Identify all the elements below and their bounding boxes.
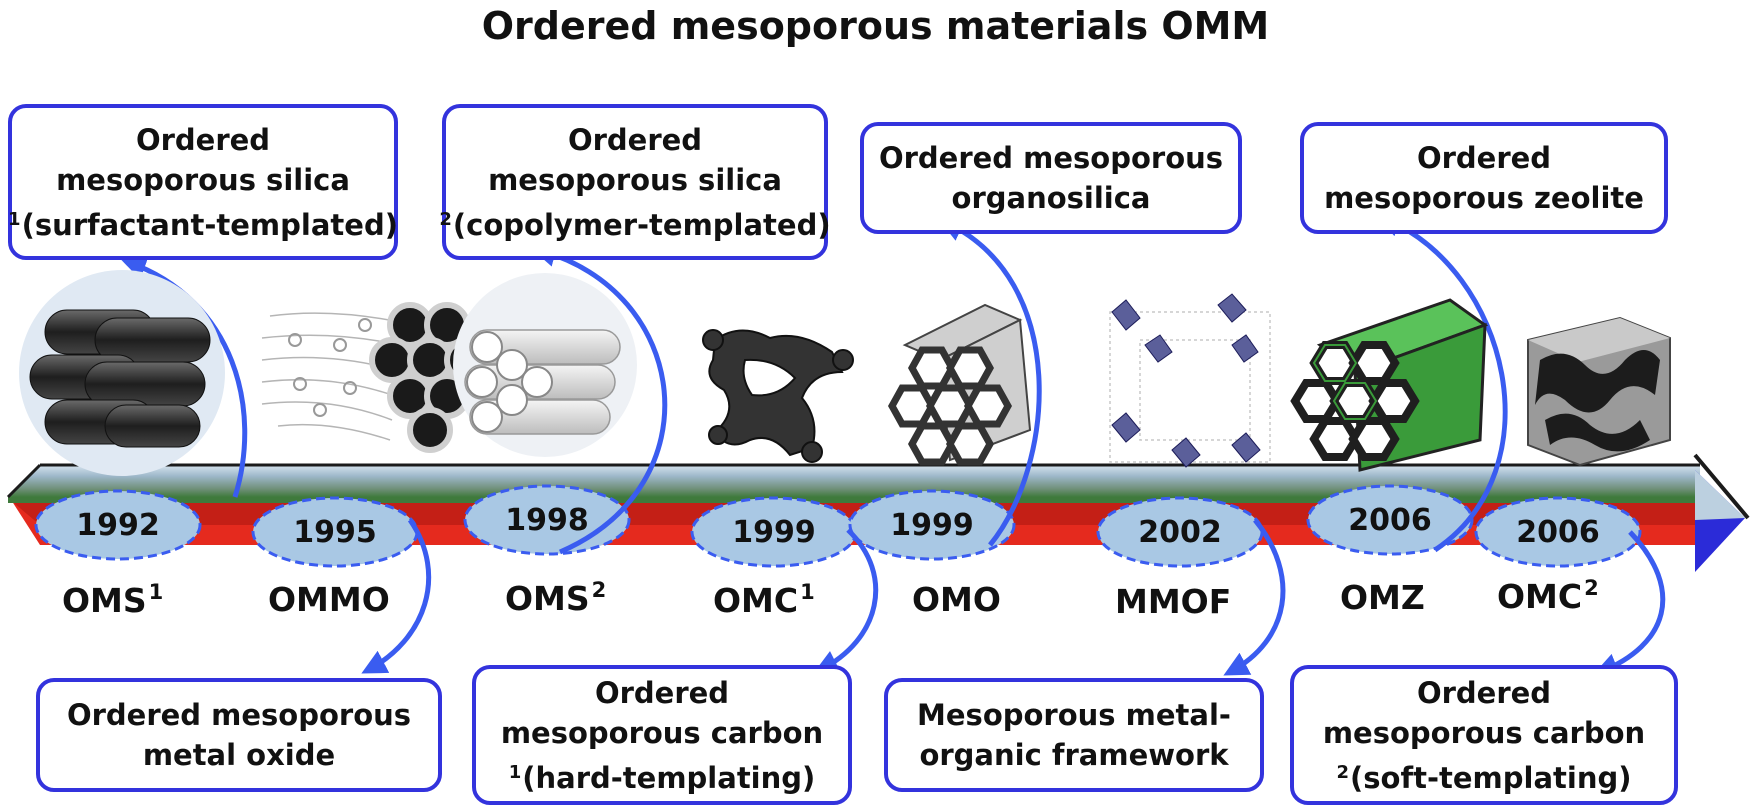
bottom-box-mmof: Mesoporous metal- organic framework <box>884 678 1264 792</box>
top-box-omo: Ordered mesoporous organosilica <box>860 122 1242 234</box>
top-box-oms2: Ordered mesoporous silica 2(copolymer-te… <box>439 104 831 260</box>
label-sup: 2 <box>1584 576 1599 600</box>
label-text: OMC <box>713 581 799 620</box>
box-line: mesoporous silica <box>488 162 782 197</box>
box-note: (hard-templating) <box>522 760 816 795</box>
label-text: MMOF <box>1115 582 1232 621</box>
box-line: organic framework <box>919 738 1229 772</box>
arrow-omc1 <box>813 528 879 674</box>
year-ellipses <box>34 484 1642 568</box>
year-2006-b: 2006 <box>1516 514 1600 550</box>
label-text: OMZ <box>1340 578 1425 617</box>
label-text: OMMO <box>268 580 390 619</box>
label-omc2: OMC2 <box>1497 576 1599 616</box>
box-line: Ordered <box>567 122 703 157</box>
label-text: OMS <box>62 581 147 620</box>
box-note-sup: 2 <box>439 208 452 230</box>
box-note: (copolymer-templated) <box>452 207 831 242</box>
omc2-structure-image <box>1527 316 1671 467</box>
label-text: OMO <box>912 580 1001 619</box>
top-box-omz: Ordered mesoporous zeolite <box>1300 122 1668 234</box>
arrow-oms2 <box>530 242 668 555</box>
box-line: mesoporous silica <box>56 162 350 197</box>
box-line: organosilica <box>951 181 1151 215</box>
box-note: (surfactant-templated) <box>21 207 398 242</box>
label-sup: 1 <box>148 580 164 604</box>
bottom-box-omc2: Ordered mesoporous carbon 2(soft-templat… <box>1290 665 1678 805</box>
box-line: Ordered <box>594 675 730 710</box>
label-mmof: MMOF <box>1115 582 1231 621</box>
box-line: Ordered <box>1416 675 1552 710</box>
year-2002: 2002 <box>1138 514 1222 550</box>
year-1995: 1995 <box>293 514 377 550</box>
omc1-structure-image <box>702 329 854 463</box>
arrow-omo <box>938 218 1042 547</box>
label-omc1: OMC1 <box>713 580 815 620</box>
box-line: metal oxide <box>142 738 336 772</box>
label-omz: OMZ <box>1340 578 1425 617</box>
label-omo: OMO <box>912 580 1001 619</box>
oms1-structure-image <box>19 270 225 476</box>
box-note-line: 2(copolymer-templated) <box>439 200 830 245</box>
box-line: Mesoporous metal- <box>917 698 1231 732</box>
bottom-box-ommo: Ordered mesoporous metal oxide <box>36 678 442 792</box>
label-sup: 1 <box>800 580 815 604</box>
box-line: Ordered mesoporous <box>66 698 412 732</box>
arrow-omc2 <box>1593 530 1666 678</box>
box-note-line: 1(hard-templating) <box>509 753 816 798</box>
box-line: mesoporous carbon <box>1322 715 1646 750</box>
box-line: mesoporous zeolite <box>1324 181 1644 215</box>
box-note-sup: 1 <box>8 208 21 230</box>
omz-structure-image <box>1290 298 1489 472</box>
arrow-ommo <box>361 518 432 674</box>
box-line: Ordered <box>135 122 271 157</box>
box-note-sup: 2 <box>1336 761 1350 783</box>
year-1999-a: 1999 <box>732 514 816 550</box>
oms2-structure-image <box>453 273 637 457</box>
label-text: OMS <box>505 579 590 618</box>
box-note: (soft-templating) <box>1350 760 1632 795</box>
omo-structure-image <box>887 303 1032 466</box>
arrow-mmof <box>1223 518 1286 676</box>
year-1992: 1992 <box>76 507 160 543</box>
box-line: mesoporous carbon <box>500 715 824 750</box>
label-sup: 2 <box>591 578 607 602</box>
box-note-line: 2(soft-templating) <box>1337 753 1632 798</box>
label-text: OMC <box>1497 577 1583 616</box>
diagram-title: Ordered mesoporous materials OMM <box>481 4 1270 48</box>
year-2006-a: 2006 <box>1348 502 1432 538</box>
box-note-sup: 1 <box>508 761 522 783</box>
label-oms1: OMS1 <box>62 580 163 620</box>
box-note-line: 1(surfactant-templated) <box>8 200 398 245</box>
top-box-oms1: Ordered mesoporous silica 1(surfactant-t… <box>8 104 398 260</box>
mmof-structure-image <box>1109 293 1271 468</box>
box-line: Ordered <box>1416 141 1552 175</box>
bottom-box-omc1: Ordered mesoporous carbon 1(hard-templat… <box>472 665 852 805</box>
year-1998: 1998 <box>505 502 589 538</box>
arrow-omz <box>1376 213 1508 553</box>
year-1999-b: 1999 <box>890 507 974 543</box>
ommo-structure-image <box>261 302 490 453</box>
box-line: Ordered mesoporous <box>878 141 1224 175</box>
label-ommo: OMMO <box>268 580 390 619</box>
label-oms2: OMS2 <box>505 578 606 618</box>
